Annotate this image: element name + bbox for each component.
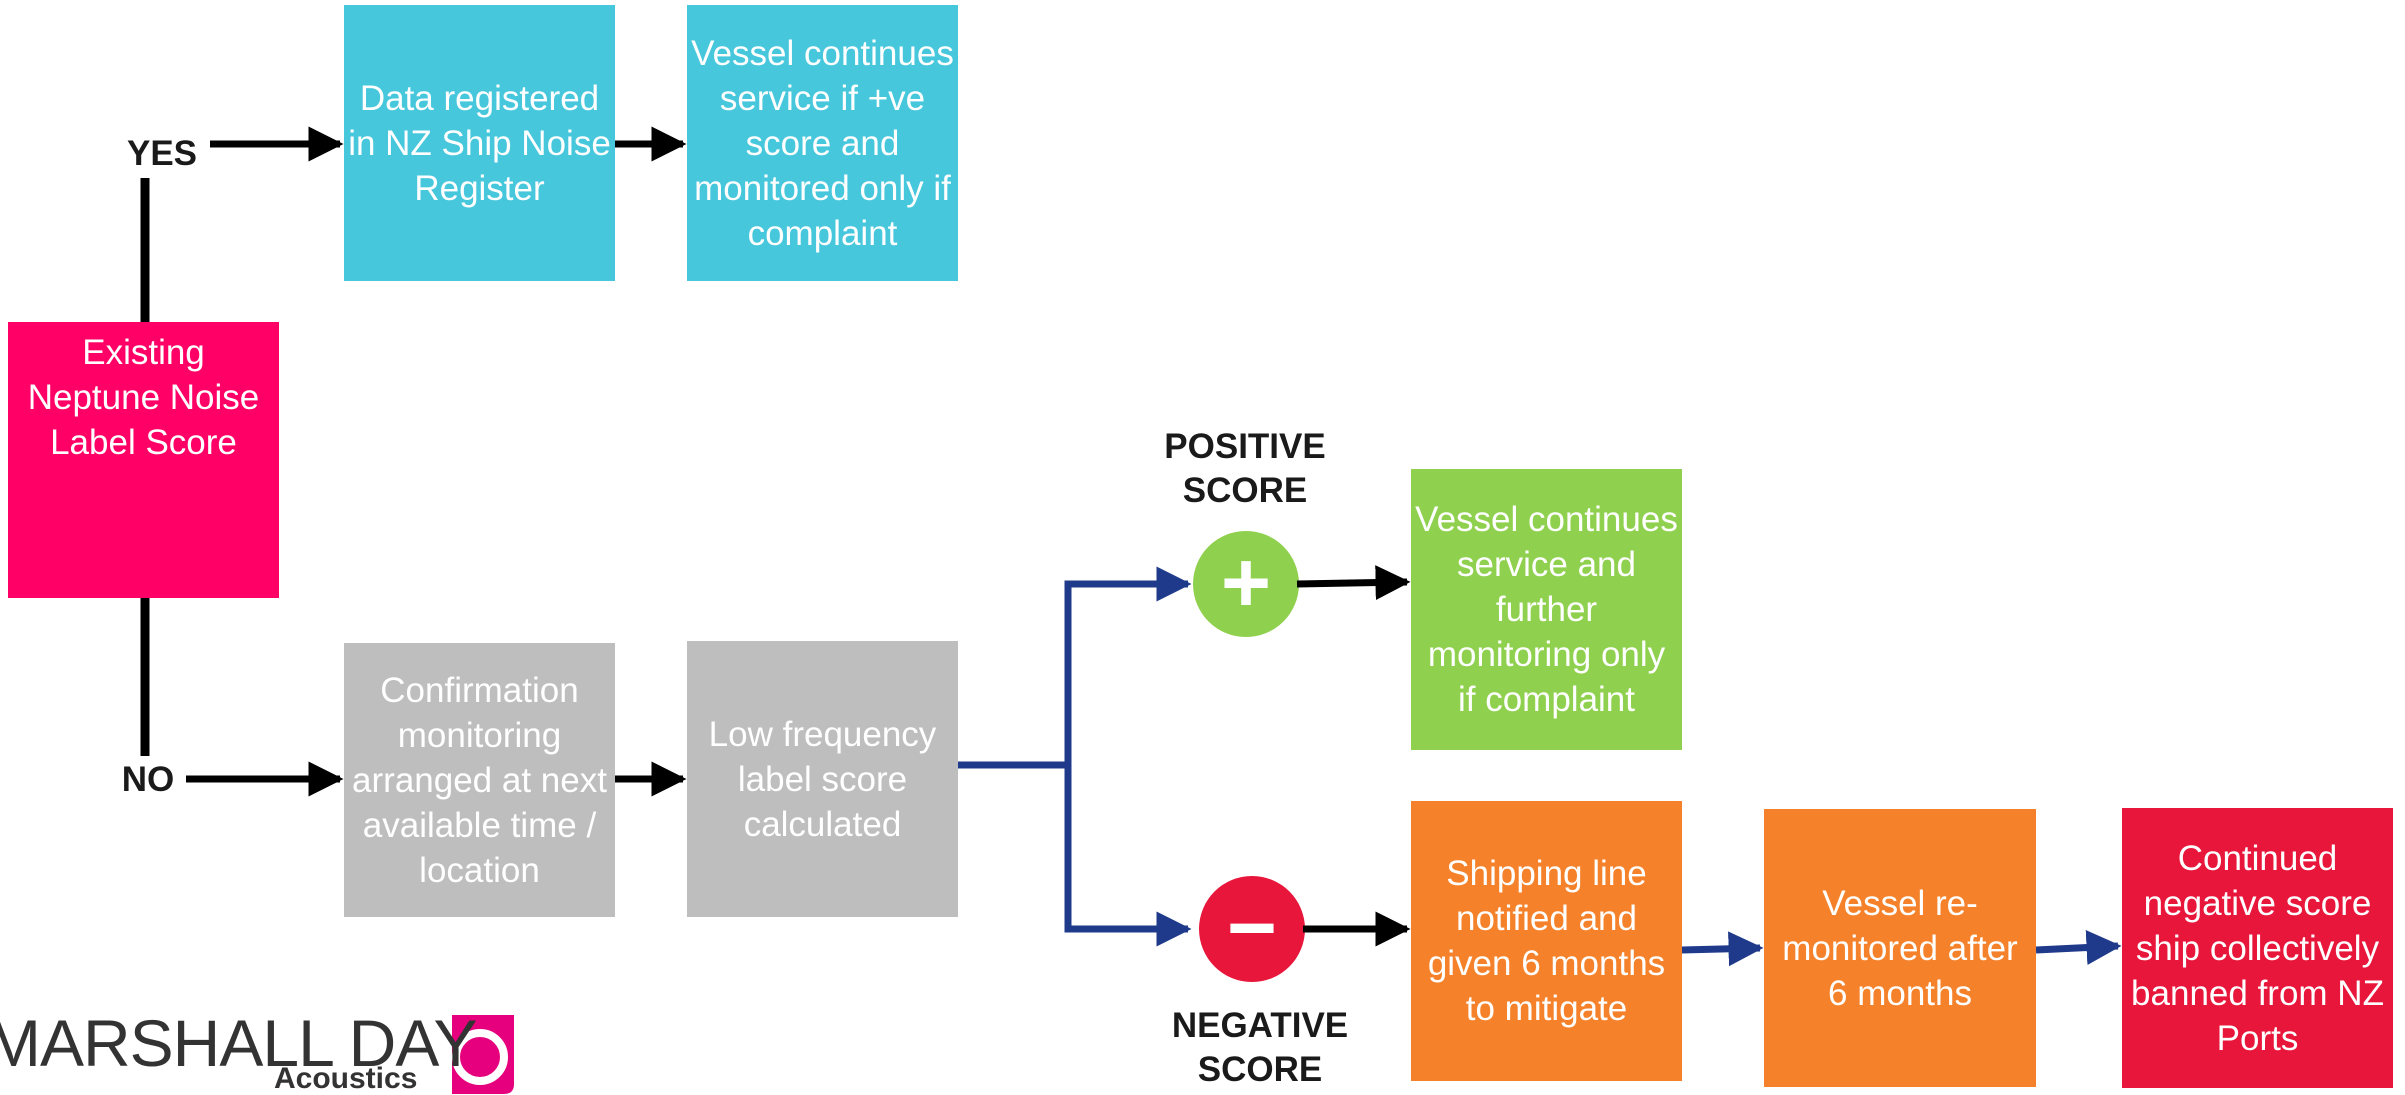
minus-circle — [1199, 876, 1305, 982]
logo-sub: Acoustics — [274, 1062, 418, 1095]
branch-line-negative — [1064, 765, 1192, 947]
plus-circle — [1193, 531, 1299, 637]
negative-step-arrow-2 — [2035, 930, 2122, 966]
negative-step2-box: Vessel re-monitored after 6 months — [1764, 809, 2036, 1087]
no-step1-box: Confirmation monitoring arranged at next… — [344, 643, 615, 917]
positive-score-label-line2: SCORE — [1182, 471, 1308, 510]
plus-symbol: + — [1221, 535, 1271, 631]
positive-score-label-line1: POSITIVE — [1164, 427, 1326, 466]
yes-label: YES — [126, 134, 198, 173]
positive-arrow — [1296, 565, 1411, 601]
negative-step1-box: Shipping line notified and given 6 month… — [1411, 801, 1682, 1081]
branch-line — [958, 566, 1192, 769]
minus-symbol: − — [1227, 880, 1277, 976]
negative-score-label-line2: SCORE — [1197, 1050, 1323, 1089]
negative-step3-box: Continued negative score ship collective… — [2122, 808, 2393, 1088]
negative-step-arrow-1 — [1681, 931, 1764, 967]
negative-score-label-line1: NEGATIVE — [1171, 1006, 1349, 1045]
start-box: Existing Neptune Noise Label Score — [8, 322, 279, 598]
no-label: NO — [121, 760, 175, 799]
positive-score-label: POSITIVE SCORE — [1140, 425, 1350, 513]
positive-outcome-box: Vessel continues service and further mon… — [1411, 469, 1682, 750]
logo-mark-icon — [452, 1015, 514, 1094]
no-step2-box: Low frequency label score calculated — [687, 641, 958, 917]
negative-score-label: NEGATIVE SCORE — [1150, 1004, 1370, 1092]
yes-step1-box: Data registered in NZ Ship Noise Registe… — [344, 5, 615, 281]
logo-name: MARSHALL DAY — [0, 1006, 477, 1080]
yes-step2-box: Vessel continues service if +ve score an… — [687, 5, 958, 281]
